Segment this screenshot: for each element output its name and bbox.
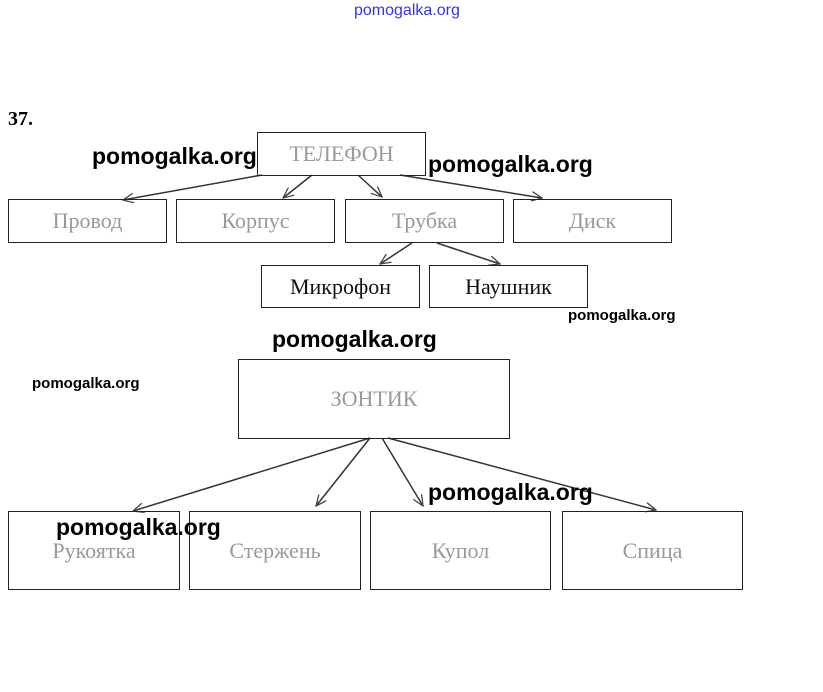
node-kupol: Купол (370, 511, 551, 590)
node-sterzhen: Стержень (189, 511, 361, 590)
watermark: pomogalka.org (56, 514, 221, 540)
node-telefon: ТЕЛЕФОН (257, 132, 426, 176)
node-naushnik: Наушник (429, 265, 588, 308)
arrow-zontik-rukoyatka (133, 437, 371, 511)
arrow-trubka-mikrofon (380, 242, 413, 264)
arrow-trubka-naushnik (436, 242, 500, 264)
node-trubka: Трубка (345, 199, 504, 243)
node-zontik: ЗОНТИК (238, 359, 510, 439)
watermark: pomogalka.org (272, 326, 437, 352)
watermark: pomogalka.org (568, 307, 676, 324)
node-provod: Провод (8, 199, 167, 243)
node-spitsa: Спица (562, 511, 743, 590)
arrow-telefon-provod (123, 174, 263, 200)
watermark: pomogalka.org (32, 375, 140, 392)
arrow-zontik-sterzhen (316, 437, 371, 506)
node-korpus: Корпус (176, 199, 335, 243)
task-number: 37. (8, 108, 33, 130)
node-rukoyatka: Рукоятка (8, 511, 180, 590)
watermark: pomogalka.org (92, 143, 257, 169)
arrow-telefon-trubka (357, 174, 382, 197)
arrow-zontik-kupol (381, 437, 423, 506)
arrow-telefon-korpus (283, 174, 313, 198)
watermark: pomogalka.org (428, 151, 593, 177)
watermark: pomogalka.org (428, 479, 593, 505)
node-disk: Диск (513, 199, 672, 243)
arrow-zontik-spitsa (387, 437, 656, 510)
node-mikrofon: Микрофон (261, 265, 420, 308)
arrow-telefon-disk (399, 174, 542, 198)
header-watermark[interactable]: pomogalka.org (354, 2, 460, 19)
